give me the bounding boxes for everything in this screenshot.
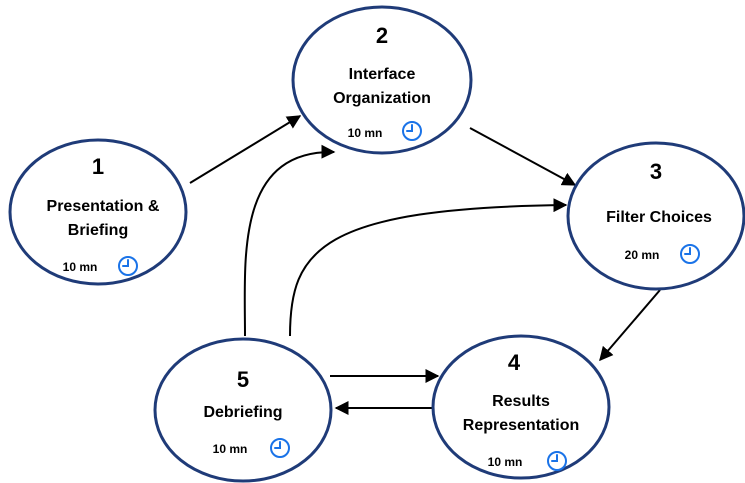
node-3-title-line-1: Filter Choices: [606, 209, 712, 226]
node-1-title-line-2: Briefing: [68, 222, 128, 239]
edge-5-to-3: [289, 198, 568, 337]
node-2-number: 2: [376, 23, 388, 48]
node-1-duration: 10 mn: [63, 260, 98, 274]
edge-1-to-2: [189, 115, 302, 184]
clock-icon: [402, 121, 422, 141]
edge-5-to-2: [243, 144, 336, 337]
node-5: 5 Debriefing 10 mn: [153, 337, 333, 483]
node-1-number: 1: [92, 154, 104, 179]
node-2: 2 Interface Organization 10 mn: [291, 5, 473, 155]
node-2-outline: [291, 5, 473, 155]
clock-icon: [270, 438, 290, 458]
node-3-duration: 20 mn: [625, 248, 660, 262]
node-1-title-line-1: Presentation &: [47, 198, 160, 215]
node-5-title-line-1: Debriefing: [203, 404, 282, 421]
connectors: [189, 115, 661, 415]
node-2-duration: 10 mn: [348, 126, 383, 140]
edge-3-to-4: [599, 289, 661, 362]
node-3: 3 Filter Choices 20 mn: [566, 141, 745, 291]
node-4-duration: 10 mn: [488, 455, 523, 469]
clock-icon: [680, 244, 700, 264]
node-5-duration: 10 mn: [213, 442, 248, 456]
node-2-title-line-1: Interface: [349, 66, 416, 83]
node-2-title-line-2: Organization: [333, 90, 431, 107]
clock-icon: [118, 256, 138, 276]
clock-icon: [547, 451, 567, 471]
node-3-outline: [566, 141, 745, 291]
node-4-outline: [431, 334, 611, 480]
node-1: 1 Presentation & Briefing 10 mn: [8, 138, 188, 286]
node-4: 4 Results Representation 10 mn: [431, 334, 611, 480]
node-4-title-line-2: Representation: [463, 417, 579, 434]
edge-2-to-3: [469, 127, 577, 186]
node-3-number: 3: [650, 159, 662, 184]
node-4-title-line-1: Results: [492, 393, 550, 410]
node-5-number: 5: [237, 367, 249, 392]
node-1-outline: [8, 138, 188, 286]
node-4-number: 4: [508, 350, 521, 375]
